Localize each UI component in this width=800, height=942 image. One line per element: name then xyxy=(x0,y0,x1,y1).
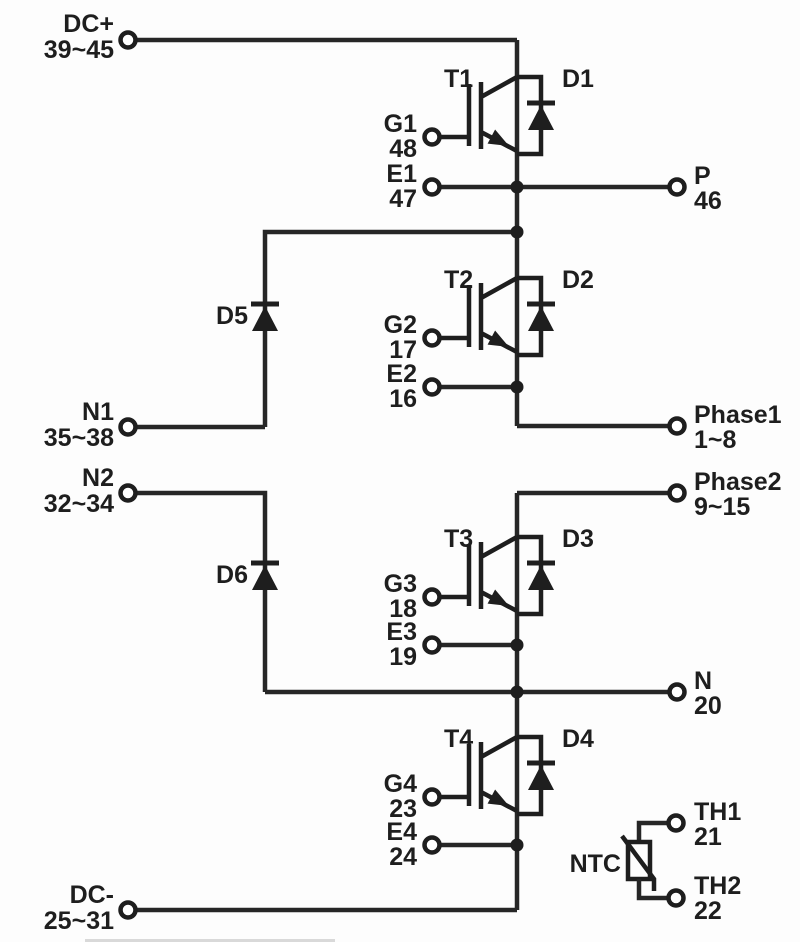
pins-th2: 22 xyxy=(694,897,722,925)
label-dc-plus: DC+ xyxy=(63,10,114,38)
terminal-g2 xyxy=(425,331,440,346)
pins-e3: 19 xyxy=(389,643,417,671)
pins-phase2: 9~15 xyxy=(694,493,750,521)
wire-d5-branch xyxy=(136,229,517,430)
label-t2: T2 xyxy=(444,266,473,294)
pins-g3: 18 xyxy=(389,595,417,623)
pins-n2: 32~34 xyxy=(44,490,114,518)
terminal-g3 xyxy=(425,590,440,605)
terminal-n1 xyxy=(121,420,136,435)
label-d6: D6 xyxy=(216,561,248,589)
ntc-thermistor xyxy=(620,820,668,901)
label-t3: T3 xyxy=(444,525,473,553)
label-n: N xyxy=(694,667,712,695)
terminal-th1 xyxy=(669,816,684,831)
label-e3: E3 xyxy=(386,618,417,646)
label-p: P xyxy=(694,162,711,190)
diode-d3-symbol xyxy=(527,563,555,590)
label-g4: G4 xyxy=(384,770,417,798)
wire-d6-branch xyxy=(136,490,517,695)
junction-dot xyxy=(510,225,524,239)
label-d1: D1 xyxy=(562,65,594,93)
terminal-dc-minus xyxy=(121,903,136,918)
label-th1: TH1 xyxy=(694,798,741,826)
label-g3: G3 xyxy=(384,570,417,598)
diode-d5-symbol xyxy=(251,304,279,331)
label-t1: T1 xyxy=(444,65,473,93)
bottom-edge-artifact xyxy=(85,939,335,942)
pins-p: 46 xyxy=(694,187,722,215)
diode-d2-symbol xyxy=(527,304,555,331)
label-n1: N1 xyxy=(82,398,114,426)
junction-dot xyxy=(510,380,524,394)
label-phase1: Phase1 xyxy=(694,401,782,429)
junction-dot xyxy=(510,685,524,699)
terminal-e1 xyxy=(425,180,440,195)
pins-dc-plus: 39~45 xyxy=(44,36,114,64)
junction-dot xyxy=(510,638,524,652)
pins-e4: 24 xyxy=(389,843,417,871)
label-th2: TH2 xyxy=(694,872,741,900)
terminal-phase2 xyxy=(670,486,685,501)
label-e4: E4 xyxy=(386,818,417,846)
terminal-p xyxy=(670,180,685,195)
diode-d6-symbol xyxy=(251,563,279,590)
terminal-n xyxy=(670,685,685,700)
junction-dot xyxy=(510,838,524,852)
junction-dot xyxy=(510,180,524,194)
label-d5: D5 xyxy=(216,302,248,330)
label-n2: N2 xyxy=(82,464,114,492)
diode-d4-symbol xyxy=(527,763,555,790)
label-t4: T4 xyxy=(444,725,473,753)
label-d2: D2 xyxy=(562,266,594,294)
pins-dc-minus: 25~31 xyxy=(44,907,114,935)
terminal-e2 xyxy=(425,380,440,395)
diode-d1-symbol xyxy=(527,103,555,130)
pins-g4: 23 xyxy=(389,795,417,823)
label-g1: G1 xyxy=(384,110,417,138)
label-d4: D4 xyxy=(562,725,594,753)
pins-n1: 35~38 xyxy=(44,424,114,452)
wire-th1 xyxy=(636,820,668,842)
label-e2: E2 xyxy=(386,360,417,388)
pins-g2: 17 xyxy=(389,336,417,364)
ntc-slash xyxy=(620,834,657,891)
terminal-phase1 xyxy=(670,419,685,434)
label-phase2: Phase2 xyxy=(694,468,782,496)
wire-th2 xyxy=(636,879,668,901)
pins-th1: 21 xyxy=(694,823,722,851)
terminal-e3 xyxy=(425,638,440,653)
pins-n: 20 xyxy=(694,692,722,720)
pins-e2: 16 xyxy=(389,385,417,413)
terminal-dc-plus xyxy=(121,33,136,48)
label-dc-minus: DC- xyxy=(70,881,114,909)
pins-phase1: 1~8 xyxy=(694,426,737,454)
label-e1: E1 xyxy=(386,160,417,188)
label-g2: G2 xyxy=(384,311,417,339)
terminal-th2 xyxy=(669,891,684,906)
pins-g1: 48 xyxy=(389,135,417,163)
label-ntc: NTC xyxy=(570,850,621,878)
terminal-g4 xyxy=(425,790,440,805)
terminal-g1 xyxy=(425,130,440,145)
terminal-n2 xyxy=(121,486,136,501)
label-d3: D3 xyxy=(562,525,594,553)
terminal-e4 xyxy=(425,838,440,853)
pins-e1: 47 xyxy=(389,185,417,213)
